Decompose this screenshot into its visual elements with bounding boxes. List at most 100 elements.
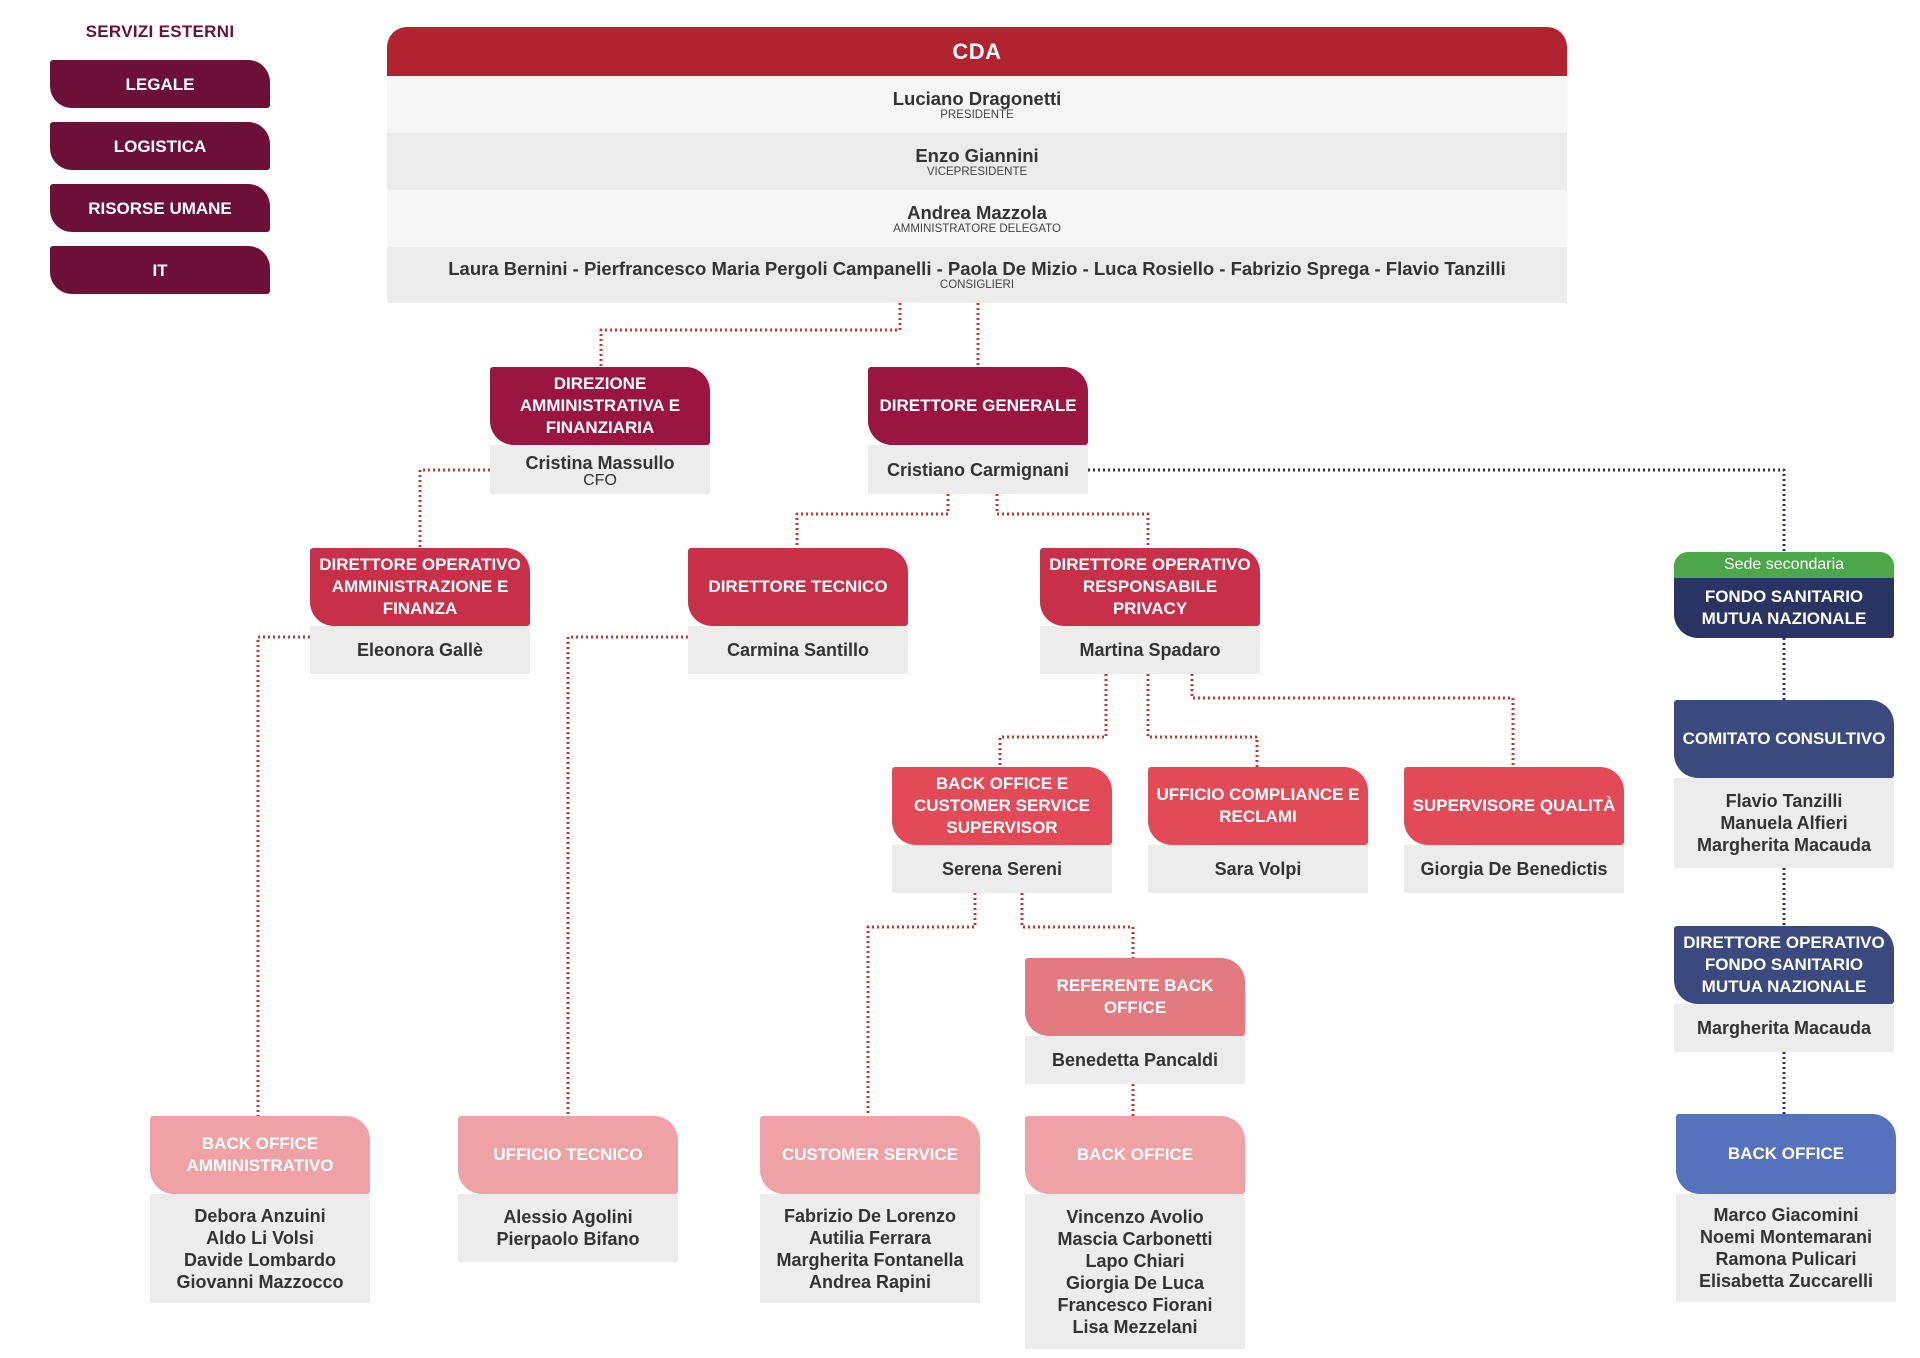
person-name: Alessio Agolini	[503, 1207, 633, 1227]
org-box-body: Debora Anzuini Aldo Li Volsi Davide Lomb…	[150, 1194, 370, 1303]
org-box-title: UFFICIO COMPLIANCE E RECLAMI	[1148, 767, 1368, 845]
link-cda-to-daf	[599, 303, 902, 367]
link-dorp-to-ucr	[1146, 674, 1259, 767]
link-dorp-to-bocs	[998, 674, 1108, 767]
link-dorp-to-sq	[1190, 674, 1515, 767]
link-daf-to-doaf	[418, 468, 490, 548]
org-box-referente-back-office[interactable]: REFERENTE BACK OFFICE Benedetta Pancaldi	[1025, 958, 1245, 1084]
org-box-bo-cs-supervisor[interactable]: BACK OFFICE E CUSTOMER SERVICE SUPERVISO…	[892, 767, 1112, 893]
org-box-title: FONDO SANITARIO MUTUA NAZIONALE	[1674, 578, 1894, 638]
org-box-title: BACK OFFICE E CUSTOMER SERVICE SUPERVISO…	[892, 767, 1112, 845]
org-box-back-office[interactable]: BACK OFFICE Vincenzo Avolio Mascia Carbo…	[1025, 1116, 1245, 1349]
link-bocs-to-rbo	[1020, 893, 1135, 958]
person-name: Noemi Montemarani	[1699, 1227, 1873, 1247]
person-name: Marco Giacomini	[1713, 1205, 1859, 1225]
org-box-comitato-consultivo[interactable]: COMITATO CONSULTIVO Flavio Tanzilli Manu…	[1674, 700, 1894, 868]
person-name: Sara Volpi	[1214, 859, 1302, 879]
link-dg-to-dorp	[995, 494, 1150, 548]
org-box-title: CUSTOMER SERVICE	[760, 1116, 980, 1194]
org-box-title: DIRETTORE GENERALE	[868, 367, 1088, 445]
member-role: PRESIDENTE	[940, 108, 1014, 121]
external-service-logistica[interactable]: LOGISTICA	[50, 122, 270, 170]
person-name: Mascia Carbonetti	[1057, 1228, 1213, 1249]
person-name: Davide Lombardo	[183, 1249, 337, 1270]
org-box-body: Margherita Macauda	[1674, 1004, 1894, 1052]
org-box-title: BACK OFFICE	[1676, 1114, 1896, 1194]
member-name: Enzo Giannini	[915, 144, 1039, 166]
org-box-body: Vincenzo Avolio Mascia Carbonetti Lapo C…	[1025, 1194, 1245, 1349]
cda-member-ceo: Andrea Mazzola AMMINISTRATORE DELEGATO	[387, 190, 1567, 247]
person-name: Margherita Macauda	[1696, 835, 1872, 855]
org-box-body: Flavio Tanzilli Manuela Alfieri Margheri…	[1674, 778, 1894, 868]
person-name: Serena Sereni	[941, 859, 1063, 879]
link-doaf-to-boa	[256, 635, 310, 1116]
org-box-title: COMITATO CONSULTIVO	[1674, 700, 1894, 778]
person-name: Martina Spadaro	[1079, 640, 1221, 660]
person-name: Cristina Massullo	[525, 452, 675, 473]
link-dg-to-fondo	[1088, 468, 1786, 552]
cda-board: CDA Luciano Dragonetti PRESIDENTE Enzo G…	[387, 27, 1567, 303]
person-name: Andrea Rapini	[808, 1271, 932, 1292]
member-name: Laura Bernini - Pierfrancesco Maria Perg…	[448, 258, 1506, 279]
person-name: Margherita Macauda	[1696, 1018, 1872, 1038]
org-box-customer-service[interactable]: CUSTOMER SERVICE Fabrizio De Lorenzo Aut…	[760, 1116, 980, 1303]
member-role: AMMINISTRATORE DELEGATO	[893, 222, 1061, 235]
org-box-title: BACK OFFICE AMMINISTRATIVO	[150, 1116, 370, 1194]
org-box-body: Carmina Santillo	[688, 626, 908, 674]
org-box-title: DIRETTORE TECNICO	[688, 548, 908, 626]
person-name: Giorgia De Luca	[1065, 1272, 1205, 1293]
external-service-risorse-umane[interactable]: RISORSE UMANE	[50, 184, 270, 232]
org-box-body: Cristina Massullo CFO	[490, 445, 710, 494]
person-name: Elisabetta Zuccarelli	[1698, 1271, 1874, 1291]
person-name: Autilia Ferrara	[808, 1227, 932, 1248]
person-name: Debora Anzuini	[194, 1205, 326, 1226]
person-name: Francesco Fiorani	[1057, 1294, 1213, 1315]
org-box-title: DIRETTORE OPERATIVO RESPONSABILE PRIVACY	[1040, 548, 1260, 626]
person-role: CFO	[583, 471, 617, 489]
org-box-body: Benedetta Pancaldi	[1025, 1036, 1245, 1084]
org-box-ufficio-compliance[interactable]: UFFICIO COMPLIANCE E RECLAMI Sara Volpi	[1148, 767, 1368, 893]
org-box-direttore-operativo-privacy[interactable]: DIRETTORE OPERATIVO RESPONSABILE PRIVACY…	[1040, 548, 1260, 674]
org-box-back-office-amministrativo[interactable]: BACK OFFICE AMMINISTRATIVO Debora Anzuin…	[150, 1116, 370, 1303]
org-box-direttore-generale[interactable]: DIRETTORE GENERALE Cristiano Carmignani	[868, 367, 1088, 494]
person-name: Ramona Pulicari	[1715, 1249, 1857, 1269]
person-name: Carmina Santillo	[726, 640, 870, 660]
org-box-title: UFFICIO TECNICO	[458, 1116, 678, 1194]
org-box-body: Eleonora Gallè	[310, 626, 530, 674]
external-service-it[interactable]: IT	[50, 246, 270, 294]
person-name: Manuela Alfieri	[1720, 813, 1848, 833]
org-box-direttore-operativo-af[interactable]: DIRETTORE OPERATIVO AMMINISTRAZIONE E FI…	[310, 548, 530, 674]
org-box-direttore-tecnico[interactable]: DIRETTORE TECNICO Carmina Santillo	[688, 548, 908, 674]
person-name: Giovanni Mazzocco	[176, 1271, 344, 1292]
link-dg-to-dt	[795, 494, 950, 548]
member-name: Luciano Dragonetti	[892, 87, 1062, 109]
org-box-body: Giorgia De Benedictis	[1404, 845, 1624, 893]
org-box-title: DIRETTORE OPERATIVO FONDO SANITARIO MUTU…	[1674, 926, 1894, 1004]
org-box-title: BACK OFFICE	[1025, 1116, 1245, 1194]
person-name: Giorgia De Benedictis	[1420, 859, 1608, 879]
org-box-direttore-operativo-fondo[interactable]: DIRETTORE OPERATIVO FONDO SANITARIO MUTU…	[1674, 926, 1894, 1052]
cda-member-vicepresident: Enzo Giannini VICEPRESIDENTE	[387, 133, 1567, 190]
person-name: Benedetta Pancaldi	[1051, 1050, 1219, 1070]
org-box-body: Martina Spadaro	[1040, 626, 1260, 674]
link-dt-to-ut	[566, 635, 688, 1116]
org-box-supervisore-qualita[interactable]: SUPERVISORE QUALITÀ Giorgia De Benedicti…	[1404, 767, 1624, 893]
person-name: Pierpaolo Bifano	[496, 1229, 640, 1249]
link-bocs-to-cs	[866, 893, 977, 1116]
cda-member-president: Luciano Dragonetti PRESIDENTE	[387, 76, 1567, 133]
person-name: Flavio Tanzilli	[1725, 791, 1843, 811]
person-name: Lapo Chiari	[1085, 1250, 1185, 1271]
org-box-title: SUPERVISORE QUALITÀ	[1404, 767, 1624, 845]
org-box-fondo-sanitario[interactable]: Sede secondaria FONDO SANITARIO MUTUA NA…	[1674, 552, 1894, 638]
person-name: Margherita Fontanella	[776, 1249, 964, 1270]
org-box-title: REFERENTE BACK OFFICE	[1025, 958, 1245, 1036]
external-services-title: SERVIZI ESTERNI	[85, 22, 235, 41]
org-box-back-office-fondo[interactable]: BACK OFFICE Marco Giacomini Noemi Montem…	[1676, 1114, 1896, 1302]
external-service-legale[interactable]: LEGALE	[50, 60, 270, 108]
org-box-direzione-amministrativa[interactable]: DIREZIONE AMMINISTRATIVA E FINANZIARIA C…	[490, 367, 710, 494]
member-name: Andrea Mazzola	[907, 201, 1047, 223]
org-box-body: Marco Giacomini Noemi Montemarani Ramona…	[1676, 1194, 1896, 1302]
org-box-ufficio-tecnico[interactable]: UFFICIO TECNICO Alessio Agolini Pierpaol…	[458, 1116, 678, 1262]
person-name: Cristiano Carmignani	[886, 459, 1070, 480]
